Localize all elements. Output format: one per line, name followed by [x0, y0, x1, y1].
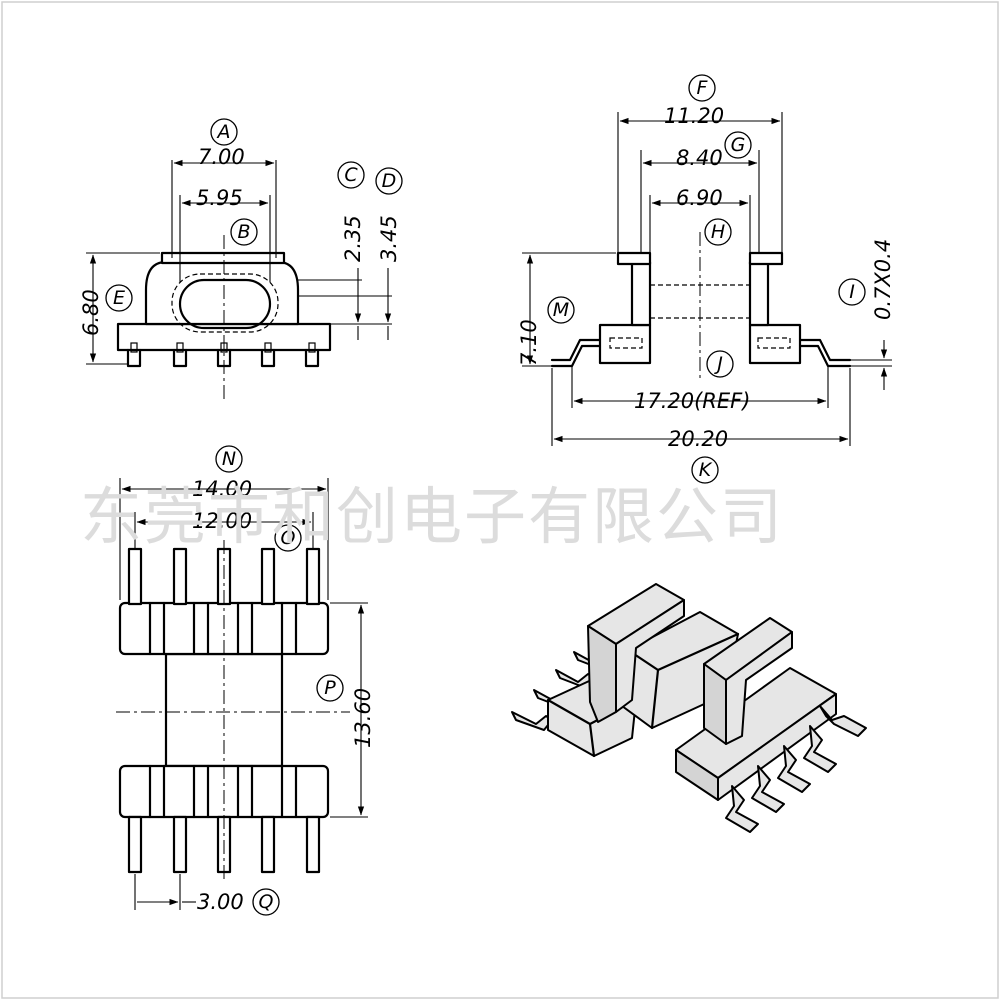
label-P: P: [324, 677, 336, 699]
dim-K-value: 20.20: [668, 427, 728, 451]
label-B: B: [237, 221, 250, 243]
label-G: G: [731, 134, 746, 156]
dim-B-value: 5.95: [196, 186, 243, 210]
dim-I-value: 0.7X0.4: [871, 239, 895, 320]
bottom-view-annotations: N 14.00 12.00 O P 13.60 3.00 Q: [192, 445, 375, 916]
label-J: J: [713, 353, 723, 375]
label-Q: Q: [259, 891, 274, 913]
front-pins: [126, 342, 320, 368]
label-I: I: [849, 281, 855, 303]
side-left-block: [598, 323, 652, 365]
dim-N-value: 14.00: [192, 477, 252, 501]
front-core-window: [178, 278, 272, 330]
label-C: C: [344, 164, 358, 186]
front-view: [86, 159, 392, 400]
front-view-annotations: A 7.00 5.95 B C D 2.35 3.45 6.80 E: [79, 118, 403, 336]
side-left-lead: [550, 344, 602, 368]
dim-H-value: 6.90: [676, 186, 723, 210]
isometric-view: [511, 583, 867, 833]
side-right-flange-cap: [748, 251, 784, 266]
label-H: H: [711, 221, 725, 243]
label-K: K: [699, 459, 713, 481]
dim-D-value: 3.45: [377, 215, 401, 262]
side-right-block: [748, 323, 802, 365]
dim-O-value: 12.00: [192, 509, 252, 533]
dim-C-value: 2.35: [341, 215, 365, 262]
label-D: D: [382, 170, 397, 192]
dim-M-value: 7.10: [517, 319, 541, 366]
dim-P-value: 13.60: [351, 688, 375, 748]
side-right-lead: [798, 344, 852, 368]
side-view: [522, 112, 892, 446]
label-F: F: [697, 77, 709, 99]
label-E: E: [113, 287, 125, 309]
label-M: M: [553, 299, 569, 321]
dim-G-value: 8.40: [676, 146, 723, 170]
bottom-view: [116, 478, 368, 910]
dim-J-value: 17.20(REF): [634, 389, 750, 413]
dim-A-value: 7.00: [198, 145, 245, 169]
dim-Q-value: 3.00: [197, 890, 244, 914]
watermark-text: 东莞市和创电子有限公司: [80, 480, 784, 553]
iso-right-leads: [725, 705, 867, 833]
label-N: N: [222, 448, 236, 470]
side-left-flange-cap: [616, 251, 652, 266]
front-top-flange: [160, 251, 286, 265]
bottom-pins-top: [127, 547, 321, 606]
front-bobbin-body: [144, 260, 300, 326]
label-A: A: [216, 121, 231, 143]
dim-E-value: 6.80: [79, 289, 103, 336]
dim-F-value: 11.20: [664, 104, 724, 128]
side-view-annotations: F 11.20 G 8.40 6.90 H 7.10 M I 0.7X0.4 J…: [517, 74, 895, 484]
label-O: O: [281, 527, 296, 549]
